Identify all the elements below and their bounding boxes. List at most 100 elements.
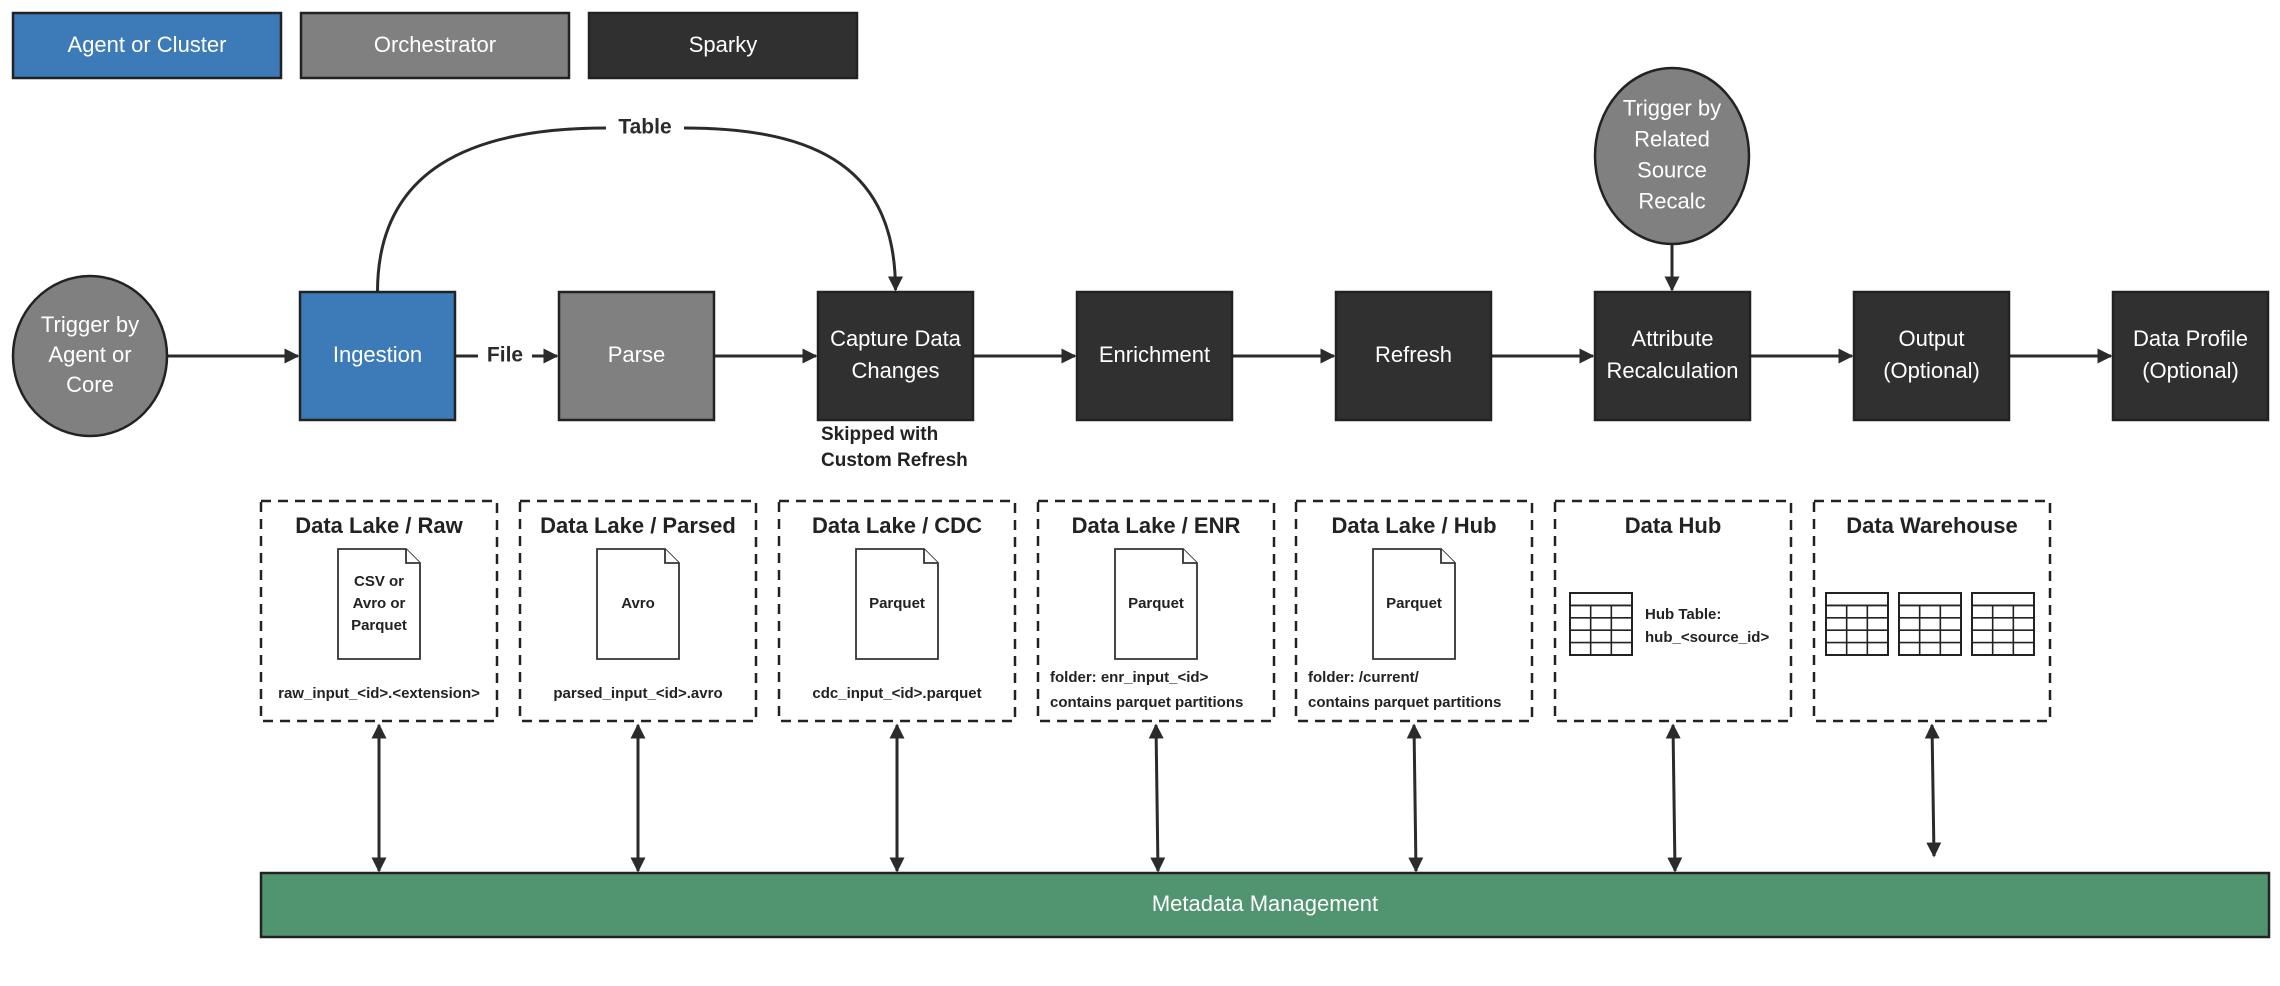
table-icon [1898, 592, 1962, 656]
stage-label: Ingestion [333, 342, 422, 367]
stage-box [816, 290, 975, 422]
legend-item-sparky: Sparky [587, 11, 859, 80]
curve-table-to-cdc [683, 126, 903, 292]
hub-table-label: hub_<source_id> [1645, 629, 1769, 646]
edge-label-table: Table [618, 116, 671, 139]
stage-label: Output [1898, 326, 1964, 351]
stage-box [1852, 290, 2011, 422]
document-icon [1372, 548, 1456, 660]
storage-caption: parsed_input_<id>.avro [553, 685, 722, 702]
arrow-storage-3-to-metadata [1148, 723, 1166, 873]
stage-box [1075, 290, 1234, 422]
hub-table-label: Hub Table: [1645, 606, 1721, 623]
cdc-skip-note: Skipped with [821, 424, 938, 445]
metadata-management-bar: Metadata Management [259, 871, 2271, 939]
metadata-box [259, 871, 2271, 939]
storage-caption: folder: /current/ [1308, 669, 1420, 686]
stage-label: (Optional) [1883, 358, 1980, 383]
stage-label: Enrichment [1099, 342, 1210, 367]
trigger-label: Recalc [1638, 188, 1705, 213]
document-type-label: CSV or [354, 573, 404, 590]
legend-swatch [587, 11, 859, 80]
arrow-storage-6-to-metadata [1924, 723, 1942, 858]
legend: Agent or Cluster Orchestrator Sparky [11, 11, 859, 80]
storage-title: Data Warehouse [1846, 513, 2018, 538]
storage-title: Data Lake / Hub [1331, 513, 1496, 538]
trigger-circle [11, 274, 169, 438]
legend-item-orchestrator: Orchestrator [299, 11, 571, 80]
storage-data-warehouse: Data Warehouse [1812, 499, 2052, 723]
document-fold-icon [405, 549, 420, 564]
storage-caption: folder: enr_input_<id> [1050, 669, 1209, 686]
metadata-layer: Metadata Management [259, 871, 2271, 939]
stage-refresh: Refresh [1334, 290, 1493, 422]
storage-title: Data Lake / Raw [295, 513, 463, 538]
storage-box [259, 499, 499, 723]
document-fold-icon [1440, 549, 1455, 564]
document-type-label: Parquet [1128, 595, 1184, 612]
stage-box [557, 290, 716, 422]
document-type-label: Avro or [353, 595, 406, 612]
legend-label: Agent or Cluster [68, 32, 227, 57]
storage-caption: contains parquet partitions [1308, 694, 1501, 711]
stage-parse: Parse [557, 290, 716, 422]
stage-label: Data Profile [2133, 326, 2248, 351]
trigger-circle [1593, 66, 1751, 246]
stage-label: Recalculation [1606, 358, 1738, 383]
stage-label: Parse [608, 342, 665, 367]
stage-ingestion: Ingestion [298, 290, 457, 422]
arrow-storage-5-to-metadata [1665, 723, 1683, 873]
edge-label-file: File [487, 344, 523, 367]
document-fold-icon [1182, 549, 1197, 564]
document-fold-icon [664, 549, 679, 564]
stage-label: Attribute [1632, 326, 1714, 351]
cdc-skip-note: Custom Refresh [821, 450, 968, 471]
trigger-label: Related [1634, 126, 1710, 151]
table-icon [1971, 592, 2035, 656]
storage-title: Data Lake / Parsed [540, 513, 736, 538]
document-type-label: Parquet [351, 617, 407, 634]
stage-box [2111, 290, 2270, 422]
trigger-label: Core [66, 372, 114, 397]
trigger-label: Agent or [48, 342, 131, 367]
stage-box [1593, 290, 1752, 422]
storage-box [1812, 499, 2052, 723]
metadata-label: Metadata Management [1152, 891, 1378, 916]
legend-item-agent-or-cluster: Agent or Cluster [11, 11, 283, 80]
stage-output-optional: Output (Optional) [1852, 290, 2011, 422]
storage-box [1294, 499, 1534, 723]
stage-label: Refresh [1375, 342, 1452, 367]
document-type-label: Parquet [1386, 595, 1442, 612]
document-icon [337, 548, 421, 660]
legend-swatch [299, 11, 571, 80]
legend-swatch [11, 11, 283, 80]
stage-label: (Optional) [2142, 358, 2239, 383]
document-type-label: Parquet [869, 595, 925, 612]
stage-label: Capture Data [830, 326, 962, 351]
storage-title: Data Hub [1625, 513, 1722, 538]
storage-data-lake-cdc: Data Lake / CDCParquetcdc_input_<id>.par… [777, 499, 1017, 723]
curve-ingestion-to-table [376, 126, 607, 293]
storage-caption: cdc_input_<id>.parquet [812, 685, 981, 702]
storage-box [1036, 499, 1276, 723]
trigger-label: Trigger by [41, 312, 139, 337]
connectors: File Table [168, 116, 2113, 873]
stage-enrichment: Enrichment [1075, 290, 1234, 422]
stage-box [1334, 290, 1493, 422]
table-icon [1825, 592, 1889, 656]
stage-box [298, 290, 457, 422]
storage-caption: raw_input_<id>.<extension> [278, 685, 480, 702]
stage-label: Changes [851, 358, 939, 383]
storage-caption: contains parquet partitions [1050, 694, 1243, 711]
trigger-label: Source [1637, 157, 1707, 182]
document-icon [1114, 548, 1198, 660]
legend-label: Sparky [689, 32, 757, 57]
arrow-storage-4-to-metadata [1406, 723, 1424, 873]
